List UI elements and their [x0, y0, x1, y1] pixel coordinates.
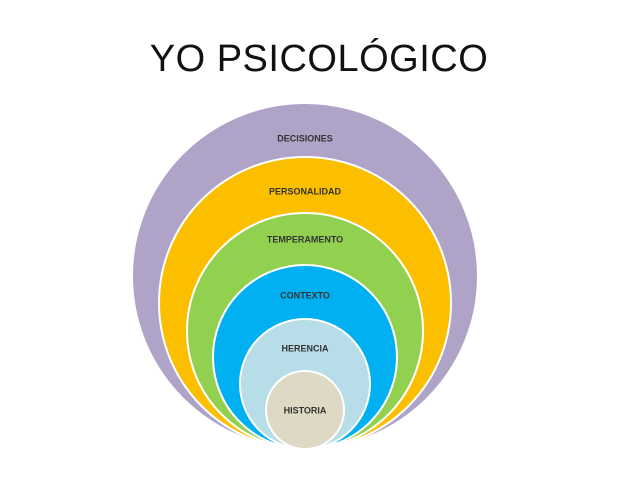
label-contexto: CONTEXTO: [280, 290, 330, 300]
page-title: YO PSICOLÓGICO: [149, 38, 489, 80]
label-decisiones: DECISIONES: [277, 133, 333, 143]
label-herencia: HERENCIA: [281, 343, 329, 353]
label-historia: HISTORIA: [284, 405, 327, 415]
label-personalidad: PERSONALIDAD: [269, 186, 342, 196]
circle-historia: [265, 370, 345, 450]
label-temperamento: TEMPERAMENTO: [267, 234, 343, 244]
